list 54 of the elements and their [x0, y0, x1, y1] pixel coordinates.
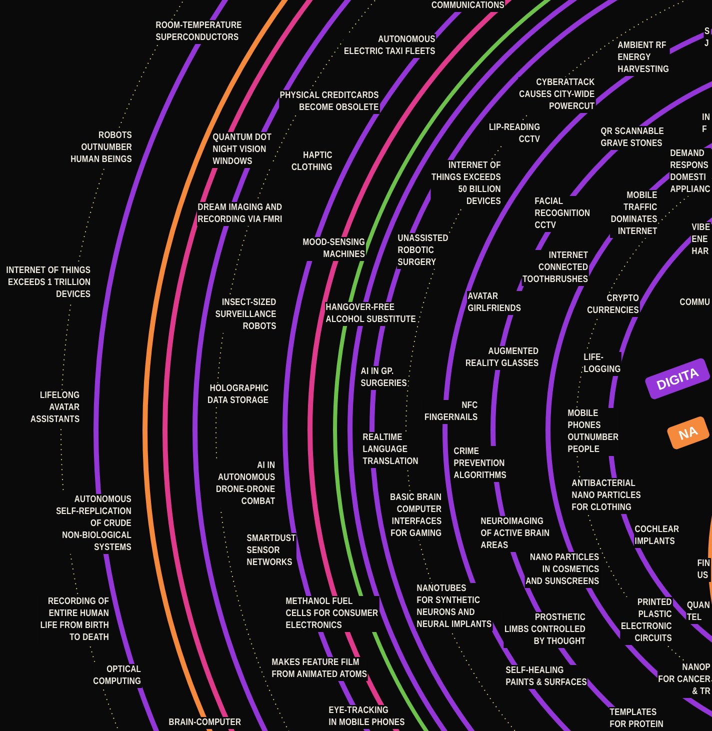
technology-label: DREAM IMAGING AND RECORDING VIA FMRI	[197, 202, 284, 226]
technology-label: LIFELONG AVATAR ASSISTANTS	[29, 390, 80, 426]
technology-label: COCHLEAR IMPLANTS	[634, 524, 680, 548]
technology-label: NANOP FOR CANCER & TR	[657, 662, 711, 698]
technology-label: ROBOTS OUTNUMBER HUMAN BEINGS	[70, 130, 133, 166]
technology-label: BASIC BRAIN COMPUTER INTERFACES FOR GAMING	[388, 492, 442, 540]
technology-label: AUTONOMOUS SELF-REPLICATION OF CRUDE NON-BIOLOGICAL SYSTEMS	[54, 494, 132, 554]
category-tab: NA	[666, 415, 710, 450]
technology-label: NEUROIMAGING OF ACTIVE BRAIN AREAS	[480, 516, 550, 552]
technology-label: NANOTUBES FOR SYNTHETIC NEURONS AND NEURAL IMPLANTS	[416, 583, 492, 631]
technology-label: NFC FINGERNAILS	[424, 400, 479, 424]
technology-label: TEMPLATES FOR PROTEIN	[609, 707, 664, 731]
technology-label: INTERNET OF THINGS EXCEEDS 1 TRILLION DEVICES	[5, 265, 91, 301]
technology-label: AUTONOMOUS ELECTRIC TAXI FLEETS	[343, 34, 436, 58]
technology-label: SELF-HEALING PAINTS & SURFACES	[505, 665, 588, 689]
technology-label: BRAIN-COMPUTER	[168, 717, 242, 729]
technology-label: PHYSICAL CREDITCARDS BECOME OBSOLETE	[279, 90, 380, 114]
technology-label: AI IN GP. SURGERIES	[360, 366, 408, 390]
technology-label: ROOM-TEMPERATURE SUPERCONDUCTORS	[155, 20, 243, 44]
technology-label: MOBILE TRAFFIC DOMINATES INTERNET	[610, 190, 658, 238]
technology-label: AVATAR GIRLFRIENDS	[467, 291, 522, 315]
technology-label: COMMUNICATIONS	[430, 0, 505, 12]
technology-label: FIN US	[696, 558, 711, 582]
category-tab: DIGITA	[644, 357, 712, 400]
technology-label: METHANOL FUEL CELLS FOR CONSUMER ELECTRONICS	[285, 596, 379, 632]
technology-label: AI IN AUTONOMOUS DRONE-DRONE COMBAT	[215, 460, 276, 508]
technology-label: NANO PARTICLES IN COSMETICS AND SUNSCREENS	[524, 552, 600, 588]
technology-label: REALTIME LANGUAGE TRANSLATION	[362, 432, 420, 468]
technology-label: EYE-TRACKING IN MOBILE PHONES	[328, 705, 406, 729]
technology-label: FACIAL RECOGNITION CCTV	[534, 196, 591, 232]
technology-label: PROSTHETIC LIMBS CONTROLLED BY THOUGHT	[503, 612, 586, 648]
technology-label: INTERNET OF THINGS EXCEEDS 50 BILLION DEVICES	[431, 160, 502, 208]
technology-label: MOBILE PHONES OUTNUMBER PEOPLE	[567, 408, 620, 456]
technology-label: AUGMENTED REALITY GLASSES	[465, 346, 540, 370]
technology-label: LIFE- LOGGING	[583, 352, 622, 376]
technology-label: RECORDING OF ENTIRE HUMAN LIFE FROM BIRTH TO DEATH	[40, 596, 110, 644]
technology-label: AMBIENT RF ENERGY HARVESTING	[617, 40, 670, 76]
technology-label: PRINTED PLASTIC ELECTRONIC CIRCUITS	[620, 597, 673, 645]
technology-label: QUAN TEL	[686, 600, 711, 624]
technology-label: MOOD-SENSING MACHINES	[302, 237, 366, 261]
technology-label: DEMAND RESPONS DOMESTI APPLIANC	[669, 148, 711, 196]
technology-label: LIP-READING CCTV	[488, 122, 541, 146]
technology-label: QR SCANNABLE GRAVE STONES	[600, 126, 665, 150]
technology-label: UNASSISTED ROBOTIC SURGERY	[397, 233, 450, 269]
technology-label: HANGOVER-FREE ALCOHOL SUBSTITUTE	[325, 302, 417, 326]
technology-label: INTERNET CONNECTED TOOTHBRUSHES	[522, 250, 589, 286]
technology-label: CRIME PREVENTION ALGORITHMS	[453, 446, 508, 482]
technology-label: CRYPTO CURRENCIES	[586, 293, 640, 317]
technology-label: ANTIBACTERIAL NANO PARTICLES FOR CLOTHING	[571, 478, 642, 514]
technology-label: CYBERATTACK CAUSES CITY-WIDE POWERCUT	[518, 77, 596, 113]
technology-label: MAKES FEATURE FILM FROM ANIMATED ATOMS	[271, 657, 368, 681]
technology-label: QUANTUM DOT NIGHT VISION WINDOWS	[212, 132, 272, 168]
technology-label: OPTICAL COMPUTING	[92, 664, 142, 688]
technology-label: INSECT-SIZED SURVEILLANCE ROBOTS	[214, 297, 277, 333]
